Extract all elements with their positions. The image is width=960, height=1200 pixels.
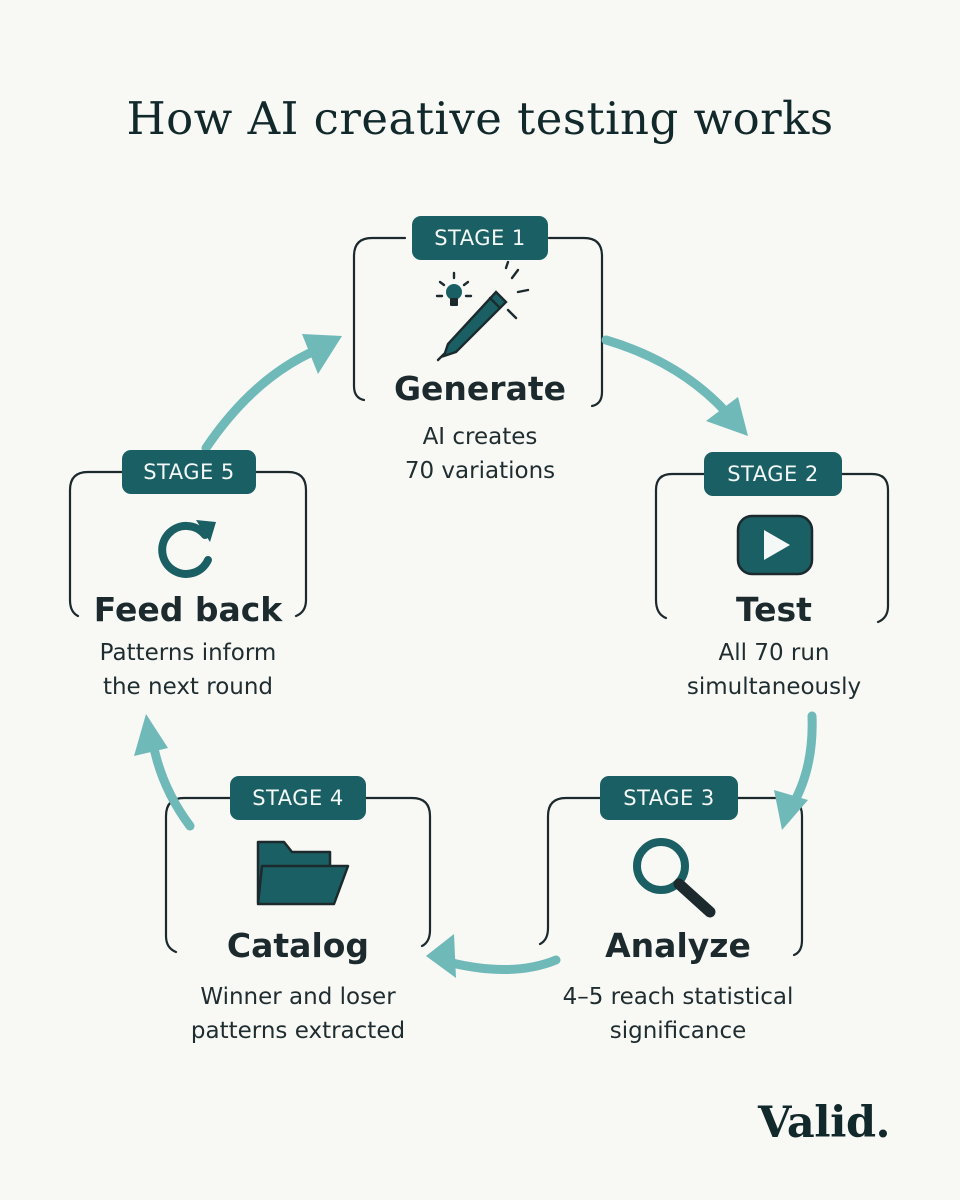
lightbulb-pencil-icon — [435, 260, 530, 362]
stage-1-title: Generate — [393, 369, 567, 408]
arrow-3-to-4 — [443, 955, 561, 975]
stage-2-title: Test — [736, 590, 812, 629]
stage-1-badge: STAGE 1 — [412, 216, 548, 260]
stage-1-frame — [352, 236, 407, 402]
brand-logo: Valid. — [758, 1098, 890, 1148]
stage-2-badge: STAGE 2 — [704, 452, 842, 496]
magnifier-icon — [633, 838, 716, 918]
stage-4-badge: STAGE 4 — [230, 776, 366, 820]
arrow-4-to-5 — [147, 733, 195, 831]
stage-5-badge: STAGE 5 — [122, 450, 256, 494]
play-icon — [736, 514, 814, 576]
stage-3-badge: STAGE 3 — [600, 776, 738, 820]
stage-4-title: Catalog — [226, 926, 370, 965]
refresh-icon — [158, 520, 216, 578]
stage-5-title: Feed back — [93, 590, 283, 629]
stage-2-frame — [654, 472, 706, 620]
page-title: How AI creative testing works — [126, 92, 834, 145]
stage-5-frame — [68, 470, 124, 618]
stage-3-title: Analyze — [605, 926, 751, 965]
folder-icon — [256, 840, 350, 906]
arrow-2-to-3 — [787, 711, 817, 811]
stage-3-frame — [538, 796, 602, 946]
arrow-5-to-1 — [201, 347, 317, 453]
arrow-1-to-2 — [601, 335, 731, 417]
